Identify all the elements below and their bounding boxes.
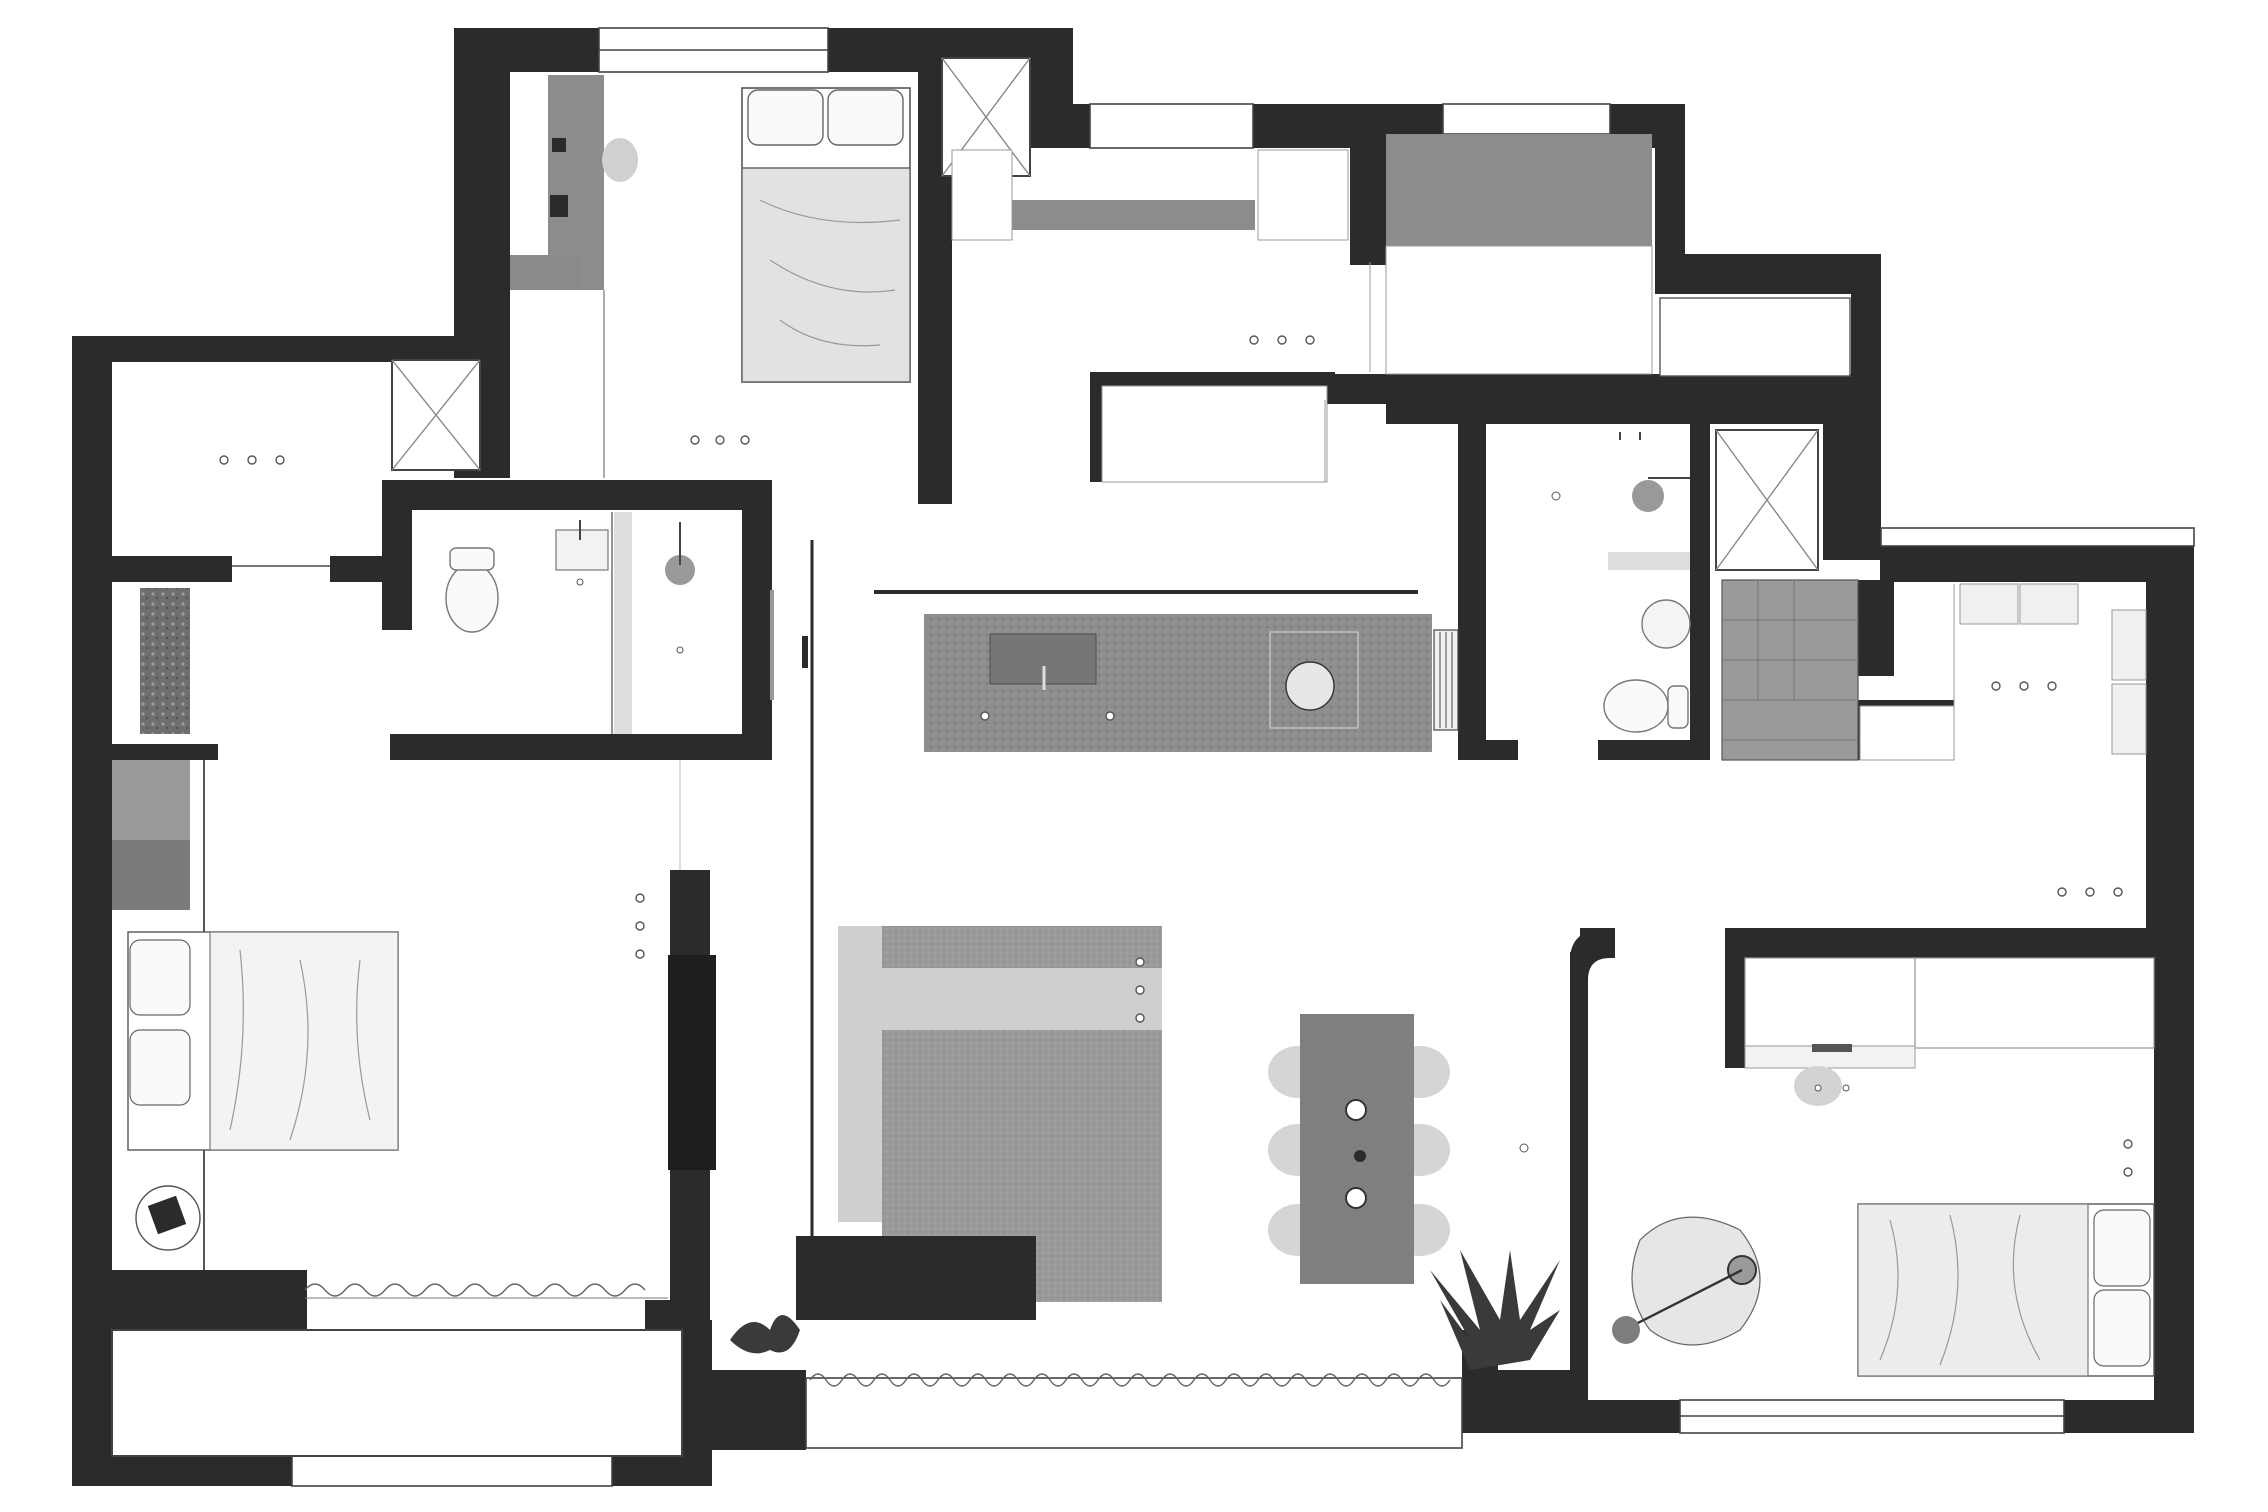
desk-top — [510, 255, 580, 290]
room-bathroom-east — [1551, 432, 1691, 733]
room-kitchen — [874, 590, 1459, 752]
curtain — [809, 1373, 1451, 1387]
terrazzo-strip — [140, 588, 190, 734]
bed-icon — [741, 87, 911, 383]
plant-icon — [730, 1315, 800, 1354]
cushion-icon — [2019, 583, 2079, 625]
window-balcony-sw — [291, 1455, 613, 1487]
windows — [291, 27, 2195, 1487]
window-east-top — [1880, 527, 2195, 547]
wall-east-bedroom-inner-left — [1725, 928, 1745, 1068]
ceiling-light-icon — [1135, 957, 1145, 1023]
appliance-block — [1386, 134, 1652, 246]
wall-stair-right — [1858, 580, 1894, 676]
wall-utility-step — [1655, 254, 1881, 294]
toilet-icon — [1603, 679, 1669, 733]
laptop-icon — [550, 195, 568, 217]
sink-icon — [555, 529, 609, 571]
curtain — [304, 1283, 646, 1297]
wall-balcony-sw-bottom-left — [72, 1456, 292, 1486]
toilet-icon — [445, 563, 499, 633]
wall-east-bath-mid — [1690, 424, 1710, 760]
wardrobe-lower — [112, 840, 190, 910]
wall-east-bath-bottom-right — [1598, 740, 1710, 760]
stove-icon — [1285, 661, 1335, 711]
room-bedroom-east — [1612, 957, 2155, 1377]
wall-east-bath-bottom-left — [1458, 740, 1518, 760]
wall-west-bedroom-right-b — [668, 955, 716, 1170]
wall-west-closet-stub — [112, 744, 218, 760]
wall-east-bedroom-curve — [1570, 928, 1610, 1430]
counter-north — [1010, 200, 1255, 230]
plate-icon — [1345, 1187, 1367, 1209]
wall-shaft-north — [1030, 28, 1073, 148]
cushion-icon — [2111, 609, 2147, 681]
plant-icon — [1430, 1250, 1560, 1370]
wall-west-outer — [72, 336, 112, 1486]
bed-icon — [127, 931, 399, 1151]
wall-east-bedroom-bottom-left — [1580, 1400, 1680, 1433]
wall-east-bedroom-right — [2154, 928, 2194, 1433]
ceiling-light-icon — [980, 711, 1115, 721]
wall-kitchen-divider — [1350, 130, 1386, 265]
cushion-icon — [1959, 583, 2019, 625]
ceiling-light-icon — [2057, 887, 2123, 897]
wall-kitchen-counter-back — [1090, 372, 1335, 386]
wall-south-balcony-left — [706, 1370, 806, 1450]
wardrobe — [112, 760, 190, 840]
rug-strip — [882, 926, 1162, 968]
room-east-nook — [1859, 583, 2147, 897]
room-bathroom-west — [445, 512, 774, 734]
window-south-balcony — [805, 1377, 1463, 1449]
wall-shaft-east — [1823, 400, 1881, 560]
sofa-icon — [796, 1236, 1036, 1320]
shower-icon — [1632, 480, 1664, 512]
ceiling-light-icon — [690, 435, 750, 445]
room-bedroom-west — [112, 588, 681, 1299]
sink-icon — [1641, 599, 1691, 649]
chair-icon — [602, 138, 638, 182]
ceiling-light-icon — [1249, 335, 1315, 345]
wall-east-side — [2146, 546, 2194, 928]
desk-counter — [548, 75, 604, 290]
room-balcony-southwest — [111, 1329, 683, 1457]
wall-west-storage-bottom — [72, 556, 232, 582]
wall-balcony-sw-right — [682, 1320, 712, 1486]
wall-west-bath-bottom — [390, 734, 772, 760]
room-kitchen-north — [951, 134, 1851, 483]
wall-kitchen-top-right — [1325, 374, 1470, 404]
wall-utility-right — [1655, 104, 1685, 254]
wall-west-storage-bottom-right — [330, 556, 390, 582]
ceiling-light-icon — [635, 893, 645, 959]
shower-glass — [614, 512, 632, 734]
cushion-icon — [2111, 683, 2147, 755]
ceiling-light-icon — [219, 455, 285, 465]
lamp-icon — [1612, 1216, 1761, 1346]
wall-west-bath-top — [382, 480, 772, 510]
window-utility-north — [1442, 103, 1611, 135]
ceiling-light-icon — [1991, 681, 2057, 691]
plate-icon — [1345, 1099, 1367, 1121]
shower-icon — [665, 555, 695, 585]
room-living-dining — [730, 540, 1560, 1387]
desk-counter — [1744, 957, 1916, 1049]
monitor-icon — [552, 138, 566, 152]
room-bedroom-north — [510, 75, 911, 478]
dining-table — [1300, 1014, 1414, 1284]
wall-east-bedroom-top — [1725, 928, 2194, 958]
laptop-icon — [1812, 1044, 1852, 1052]
wall-west-bedroom-bottom — [112, 1270, 307, 1330]
wall-east-bath-left — [1458, 404, 1486, 760]
wall-east-bedroom-bottom-right — [2064, 1400, 2194, 1433]
wall-east-top — [1880, 546, 2194, 582]
wall-west-bath-right — [742, 480, 772, 760]
stair — [1721, 579, 1859, 761]
window-kitchen-north — [1089, 103, 1254, 149]
room-storage-northwest — [219, 455, 330, 567]
ceiling-light-icon — [2123, 1139, 2133, 1177]
bed-icon — [1857, 1203, 2155, 1377]
wall-kitchen-counter-side — [1090, 372, 1102, 482]
wall-west-top — [72, 336, 482, 362]
